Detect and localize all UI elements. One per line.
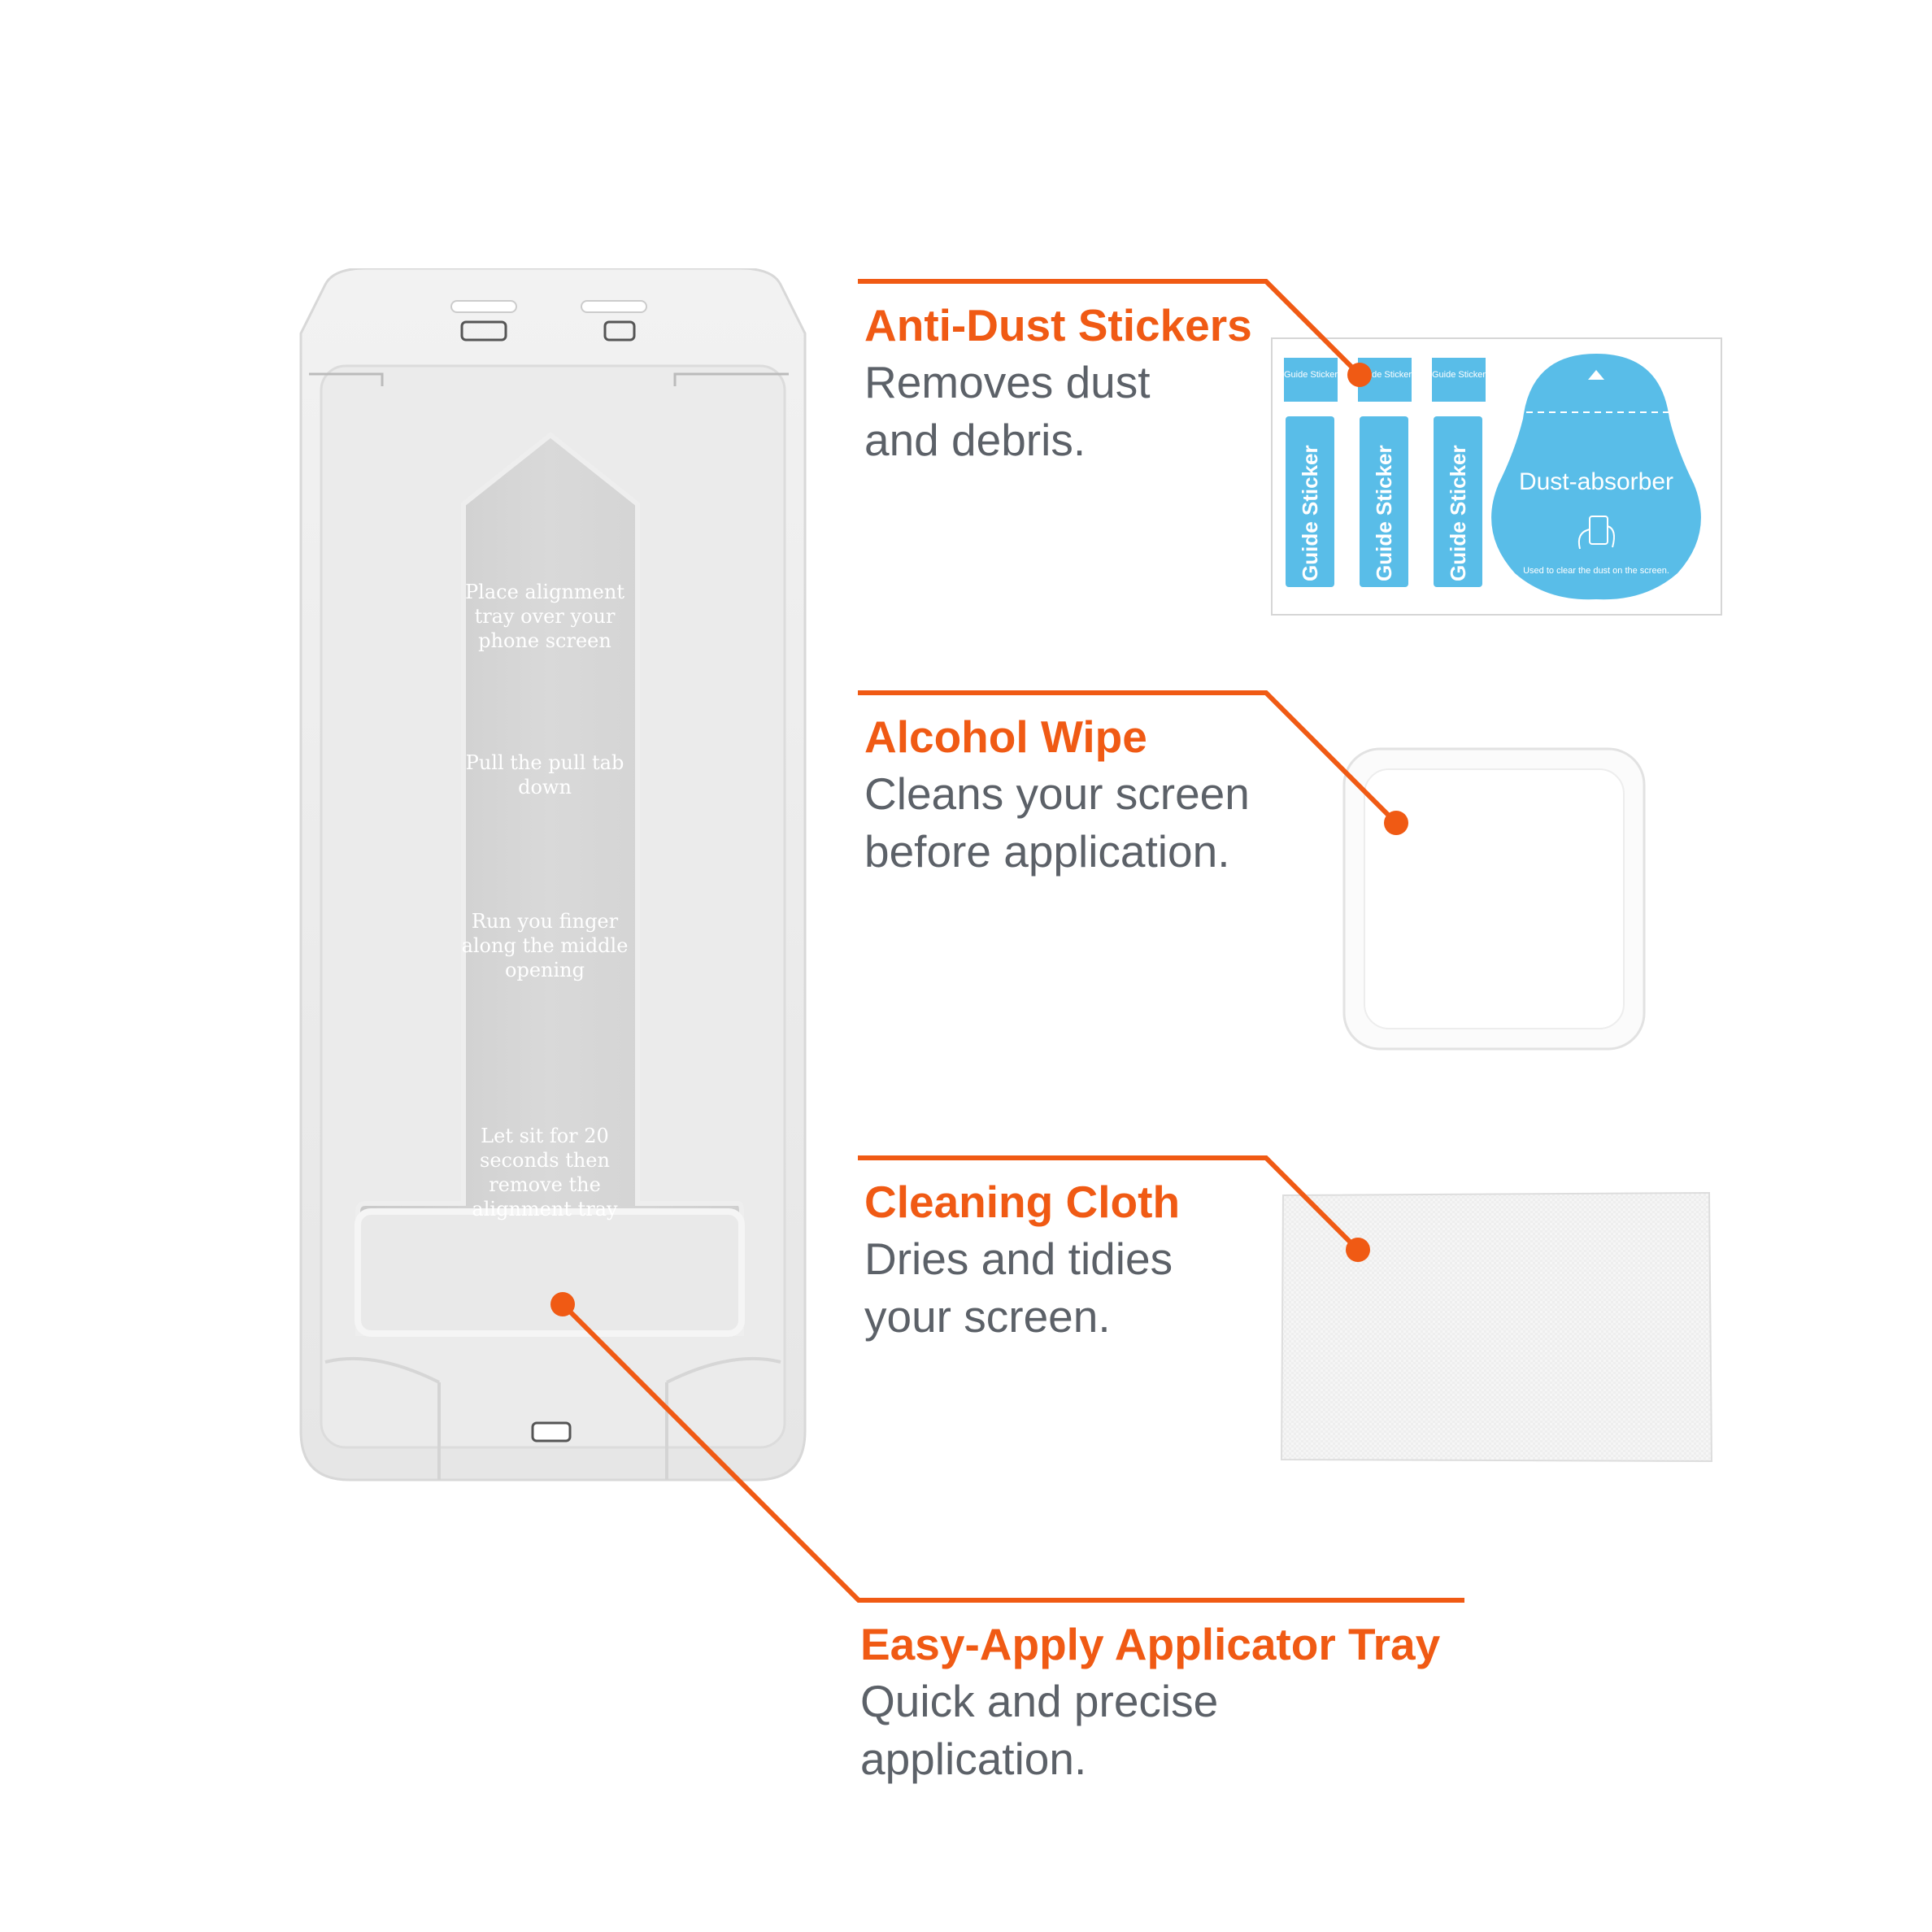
anti-dust-desc-line2: and debris. — [864, 415, 1086, 465]
applicator-tray-dot — [550, 1292, 575, 1316]
guide-sticker-tab-label: Guide Sticker — [1432, 370, 1486, 380]
applicator-tray-illustration — [299, 268, 807, 1482]
cleaning-cloth-title: Cleaning Cloth — [864, 1177, 1181, 1227]
anti-dust-title: Anti-Dust Stickers — [864, 300, 1252, 350]
applicator-tray-desc-line2: application. — [860, 1734, 1087, 1784]
applicator-tray-desc-line1: Quick and precise — [860, 1676, 1219, 1726]
dust-absorber-note: Used to clear the dust on the screen. — [1523, 566, 1669, 576]
cleaning-cloth-dot — [1346, 1238, 1370, 1262]
guide-sticker-tab-label: Guide Sticker — [1284, 370, 1338, 380]
applicator-tray-title: Easy-Apply Applicator Tray — [860, 1619, 1441, 1669]
tray-step-1: Place alignment tray over your phone scr… — [465, 581, 624, 652]
cleaning-cloth-desc-line2: your screen. — [864, 1291, 1111, 1342]
anti-dust-dot — [1347, 363, 1372, 387]
alcohol-wipe-desc-line2: before application. — [864, 826, 1230, 877]
anti-dust-sticker-card: Guide Sticker Guide Sticker Guide Sticke… — [1271, 337, 1722, 616]
anti-dust-desc-line1: Removes dust — [864, 357, 1151, 407]
alcohol-wipe-desc-line1: Cleans your screen — [864, 768, 1250, 819]
alcohol-wipe-illustration — [1342, 747, 1646, 1051]
dust-absorber-label: Dust-absorber — [1519, 468, 1673, 495]
tray-step-4: Let sit for 20 seconds then remove the a… — [472, 1125, 618, 1221]
tray-step-3: Run you finger along the middle opening — [461, 910, 629, 981]
guide-sticker-strip-label: Guide Sticker — [1372, 445, 1396, 581]
alcohol-wipe-dot — [1384, 811, 1408, 835]
hand-icon — [1577, 516, 1615, 550]
cleaning-cloth-illustration — [1280, 1191, 1713, 1463]
alcohol-wipe-title: Alcohol Wipe — [864, 711, 1147, 762]
guide-sticker-strip-label: Guide Sticker — [1298, 445, 1322, 581]
guide-sticker-strip-label: Guide Sticker — [1446, 445, 1470, 581]
cleaning-cloth-desc-line1: Dries and tidies — [864, 1234, 1173, 1284]
tray-step-2: Pull the pull tab down — [465, 751, 624, 798]
